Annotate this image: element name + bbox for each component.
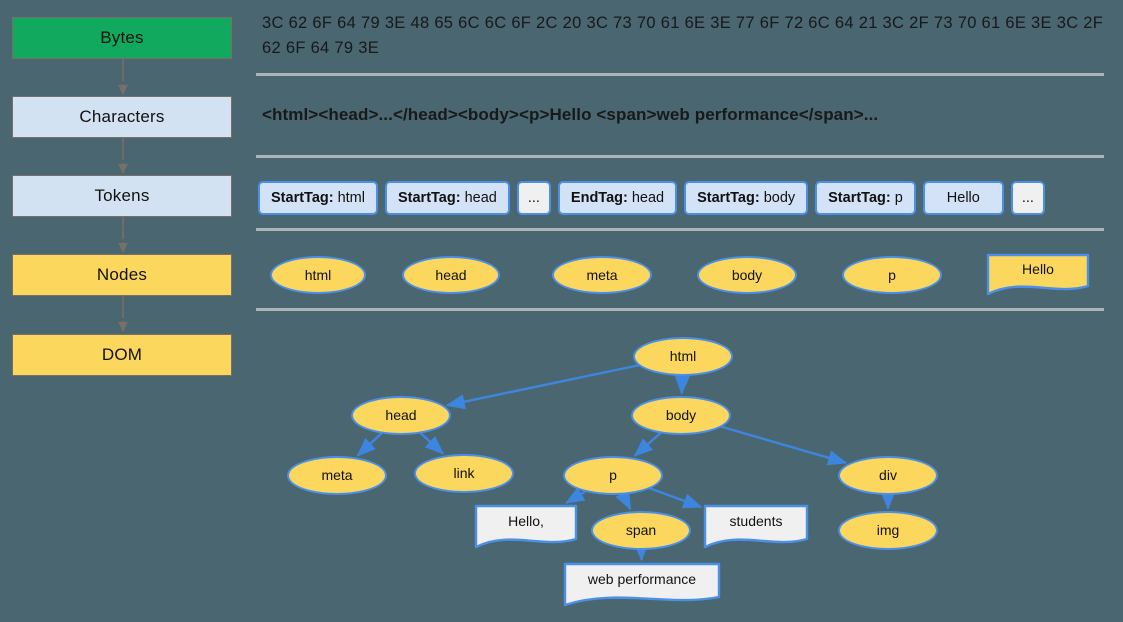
stage-label-nodes: Nodes: [96, 265, 148, 284]
stage-box-bytes: Bytes: [12, 17, 232, 59]
divider-3: [256, 228, 1104, 231]
dom-node-label: body: [665, 407, 697, 423]
node-label: body: [731, 267, 763, 283]
token-value: p: [894, 190, 903, 206]
stage-box-characters: Characters: [12, 96, 232, 138]
dom-node-label: img: [876, 522, 900, 538]
token-value: ...: [1021, 190, 1034, 206]
dom-node-ellipse: html: [633, 336, 733, 376]
token-chip: StartTag:head: [384, 181, 510, 215]
dom-tree-edge: [649, 487, 703, 509]
pipeline-arrow-3-icon: [118, 217, 128, 253]
dom-node-label: link: [453, 465, 475, 481]
token-value: html: [337, 190, 365, 206]
dom-node-ellipse: link: [414, 453, 514, 493]
node-label: head: [435, 267, 467, 283]
dom-tree-edge: [615, 489, 632, 511]
dom-tree-edge: [356, 432, 383, 457]
bytes-hex-text: 3C 62 6F 64 79 3E 48 65 6C 6C 6F 2C 20 3…: [262, 14, 1104, 57]
node-label: html: [304, 267, 332, 283]
token-value: body: [763, 190, 796, 206]
divider-1: [256, 73, 1104, 76]
dom-tree-edge: [564, 487, 587, 505]
token-kind: StartTag:: [697, 190, 760, 206]
token-value: ...: [527, 190, 540, 206]
dom-node-label: p: [609, 467, 617, 483]
dom-tree-edge: [419, 432, 445, 455]
stage-box-tokens: Tokens: [12, 175, 232, 217]
stage-label-bytes: Bytes: [100, 28, 144, 47]
node-label: p: [888, 267, 896, 283]
dom-node-ellipse: div: [838, 455, 938, 495]
token-chip: StartTag:p: [815, 181, 916, 215]
node-ellipse: head: [402, 256, 500, 294]
node-ellipse: body: [697, 256, 797, 294]
divider-4: [256, 308, 1104, 311]
token-kind: StartTag:: [271, 190, 334, 206]
node-ellipse: p: [842, 256, 942, 294]
dom-node-label: span: [625, 522, 657, 538]
stage-label-dom: DOM: [101, 345, 143, 364]
dom-node-ellipse: img: [838, 510, 938, 550]
token-kind: StartTag:: [397, 190, 461, 206]
token-chip: ...: [1010, 181, 1045, 215]
token-value: head: [631, 190, 665, 206]
token-chip: Hello: [922, 181, 1004, 215]
dom-tree-edge: [674, 375, 691, 395]
token-kind: StartTag:: [828, 190, 891, 206]
dom-node-text-document: web performance: [563, 562, 721, 608]
pipeline-arrow-4-icon: [118, 296, 128, 332]
dom-node-ellipse: meta: [287, 455, 387, 495]
token-chip: EndTag:head: [557, 181, 678, 215]
dom-node-label: div: [879, 467, 897, 483]
token-chip: ...: [516, 181, 551, 215]
dom-tree-edge: [720, 425, 848, 466]
dom-node-label: html: [669, 348, 697, 364]
node-text-document: Hello: [986, 253, 1090, 297]
characters-markup-text: <html><head>...</head><body><p>Hello <sp…: [262, 105, 879, 124]
token-value: head: [464, 190, 497, 206]
node-ellipse: html: [270, 256, 366, 294]
dom-node-label: meta: [321, 467, 353, 483]
dom-node-ellipse: p: [563, 455, 663, 495]
stage-label-tokens: Tokens: [94, 186, 150, 205]
token-value: Hello: [946, 190, 980, 206]
pipeline-arrow-2-icon: [118, 138, 128, 174]
dom-node-ellipse: head: [351, 395, 451, 435]
dom-node-label: head: [385, 407, 417, 423]
dom-node-ellipse: body: [631, 395, 731, 435]
dom-node-ellipse: span: [591, 510, 691, 550]
divider-2: [256, 155, 1104, 158]
stage-box-dom: DOM: [12, 334, 232, 376]
stage-label-characters: Characters: [79, 107, 165, 126]
dom-node-text-document: Hello,: [474, 504, 578, 550]
dom-tree-edge: [633, 431, 662, 457]
node-label: meta: [586, 267, 618, 283]
dom-node-text-document: students: [703, 504, 809, 550]
pipeline-arrow-1-icon: [118, 59, 128, 95]
stage-box-nodes: Nodes: [12, 254, 232, 296]
token-kind: EndTag:: [570, 190, 628, 206]
dom-tree-edge: [445, 364, 640, 410]
node-ellipse: meta: [552, 256, 652, 294]
token-chip: StartTag:html: [258, 181, 378, 215]
token-chip: StartTag:body: [684, 181, 809, 215]
